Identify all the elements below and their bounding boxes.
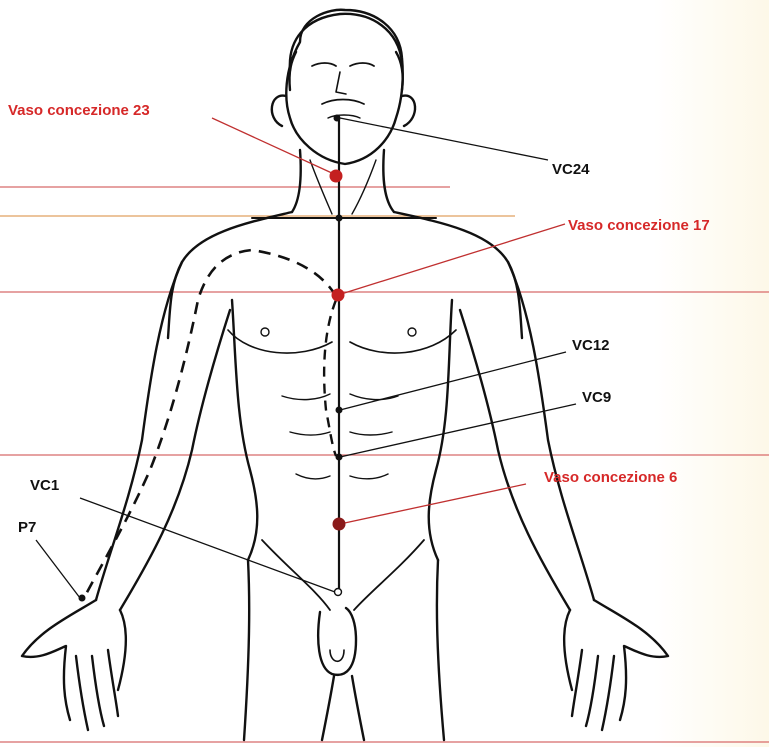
neck-left xyxy=(292,150,301,212)
label-vc12: VC12 xyxy=(572,338,610,353)
neck-right xyxy=(383,150,394,212)
genital-outline xyxy=(318,608,356,675)
shoulder-right xyxy=(394,212,522,338)
nipple-left xyxy=(261,328,269,336)
leader-vc9 xyxy=(340,404,576,457)
inguinal-right xyxy=(354,540,424,610)
label-p7: P7 xyxy=(18,520,36,535)
leg-left-inner xyxy=(322,676,334,740)
leg-right-outer xyxy=(437,560,444,740)
label-vc9: VC9 xyxy=(582,390,611,405)
nose xyxy=(336,72,346,94)
leader-vc6 xyxy=(340,484,526,524)
inguinal-left xyxy=(262,540,330,610)
eye-left xyxy=(312,63,336,66)
hand-left xyxy=(22,600,126,730)
head-outline xyxy=(286,10,402,164)
chin xyxy=(328,115,360,118)
leader-vc12 xyxy=(340,352,566,410)
torso-right xyxy=(429,300,452,560)
label-vc24: VC24 xyxy=(552,162,590,177)
point-vc23 xyxy=(330,170,343,183)
hand-right xyxy=(564,600,668,730)
point-vc17 xyxy=(332,289,345,302)
ear-left xyxy=(272,96,286,126)
label-vaso-concezione-17: Vaso concezione 17 xyxy=(568,218,710,233)
ear-right xyxy=(402,96,415,126)
leg-left-outer xyxy=(244,560,249,740)
abs-2-right xyxy=(350,432,392,435)
point-p7 xyxy=(79,595,86,602)
mouth xyxy=(322,100,364,105)
horizontal-guide-lines xyxy=(0,187,769,742)
torso-left xyxy=(232,300,257,560)
point-vc9 xyxy=(336,454,343,461)
abs-2-left xyxy=(290,432,330,435)
leader-vc1 xyxy=(80,498,335,592)
nipple-right xyxy=(408,328,416,336)
leader-p7 xyxy=(36,540,80,598)
shoulder-left xyxy=(168,212,292,338)
label-vc1: VC1 xyxy=(30,478,59,493)
point-vc12 xyxy=(336,407,343,414)
point-vc24 xyxy=(334,115,341,122)
pectoral-left xyxy=(228,330,332,353)
point-clavicle xyxy=(336,215,343,222)
eye-right xyxy=(350,63,374,66)
genital-inner xyxy=(330,650,344,661)
pectoral-right xyxy=(350,330,456,353)
point-vc1 xyxy=(335,589,342,596)
label-vaso-concezione-6: Vaso concezione 6 xyxy=(544,470,677,485)
abs-3-right xyxy=(350,474,388,479)
abs-1-left xyxy=(282,394,330,400)
abs-3-left xyxy=(296,474,330,479)
leader-vc23 xyxy=(212,118,334,174)
label-vaso-concezione-23: Vaso concezione 23 xyxy=(8,103,150,118)
point-vc6 xyxy=(333,518,346,531)
leader-vc17 xyxy=(338,224,565,295)
leader-lines xyxy=(36,118,576,598)
leg-right-inner xyxy=(352,676,364,740)
